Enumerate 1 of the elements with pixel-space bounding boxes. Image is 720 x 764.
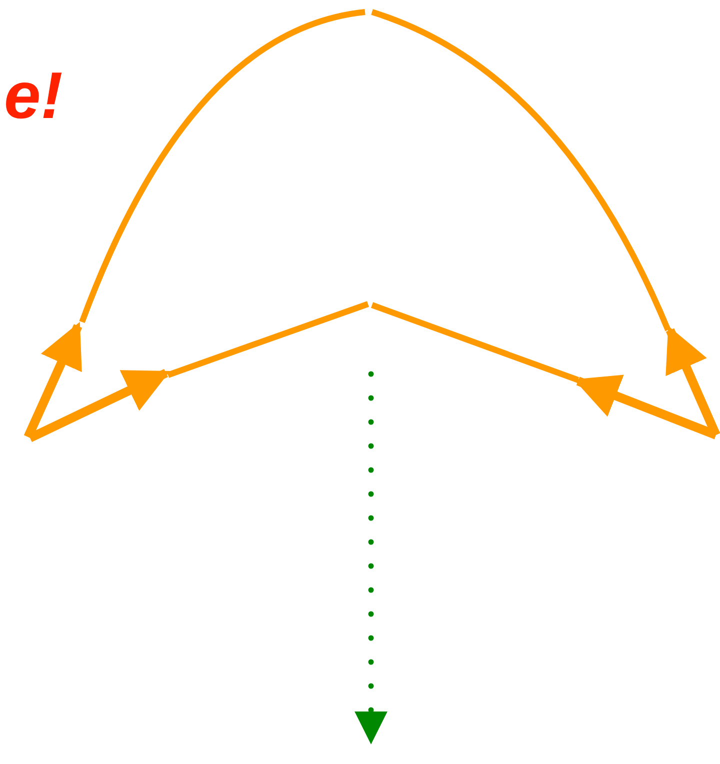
note-text: e! <box>4 62 63 128</box>
